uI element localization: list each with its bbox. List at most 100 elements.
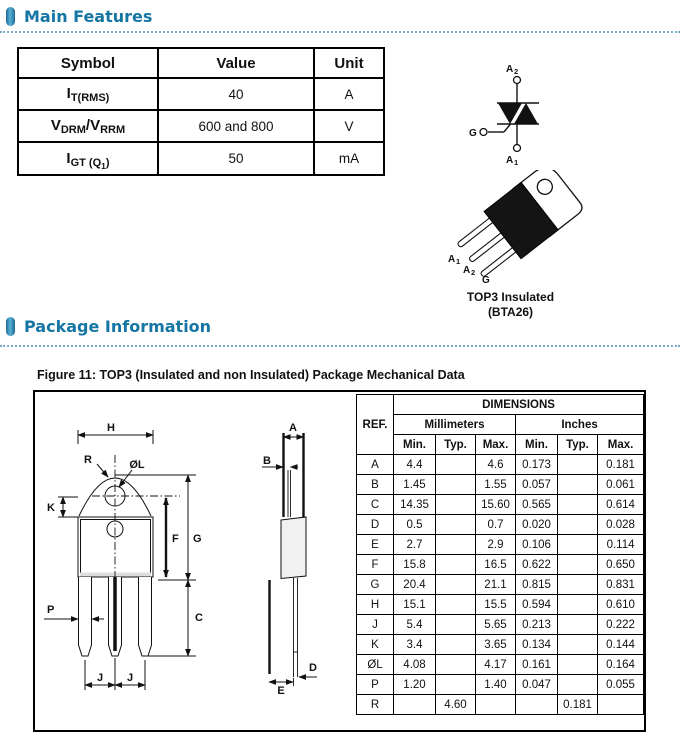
- dim-col-header: Typ.: [557, 434, 598, 455]
- figure-box: H R ØL K F G P C J J: [33, 390, 646, 732]
- dim-ref-cell: G: [356, 574, 394, 595]
- dim-value-cell: 1.20: [393, 674, 436, 695]
- terminal-a1: [512, 143, 522, 153]
- dim-value-cell: 16.5: [475, 554, 516, 575]
- symbol-base: I: [66, 149, 71, 167]
- dim-value-cell: [557, 494, 598, 515]
- symbol-sub: RRM: [100, 124, 126, 136]
- dim-value-cell: 0.161: [515, 654, 558, 675]
- dim-value-cell: 0.213: [515, 614, 558, 635]
- dim-value-cell: [475, 694, 516, 715]
- dim-value-cell: 0.610: [596, 594, 645, 615]
- dim-value-cell: [435, 614, 476, 635]
- dim-value-cell: 4.08: [393, 654, 436, 675]
- dim-value-cell: [557, 554, 598, 575]
- dim-value-cell: 3.65: [475, 634, 516, 655]
- feat-value: 600 and 800: [157, 109, 315, 143]
- triac-label-g: G: [469, 128, 477, 139]
- feat-row-igt: IGT (Q1) 50 mA: [17, 141, 385, 176]
- package-caption-line2: (BTA26): [487, 305, 534, 319]
- dim-value-cell: [435, 674, 476, 695]
- dim-ref-cell: F: [356, 554, 394, 575]
- dim-value-cell: 0.106: [515, 534, 558, 555]
- dim-label-A: A: [289, 422, 297, 434]
- dim-value-cell: 0.594: [515, 594, 558, 615]
- symbol-sub: ): [105, 156, 110, 169]
- mechanical-drawing: H R ØL K F G P C J J: [44, 422, 317, 697]
- feat-row-itrms: IT(RMS) 40 A: [17, 77, 385, 111]
- dim-value-cell: [557, 534, 598, 555]
- dim-value-cell: 0.164: [596, 654, 645, 675]
- dim-value-cell: 0.144: [596, 634, 645, 655]
- dim-value-cell: 15.5: [475, 594, 516, 615]
- symbol-subsub: 1: [101, 160, 106, 171]
- dim-inch-header: Inches: [514, 414, 645, 435]
- feat-symbol: VDRM/VRRM: [17, 109, 159, 143]
- terminal-a2: [512, 75, 522, 85]
- feat-unit: A: [313, 77, 385, 111]
- symbol-sub: DRM: [60, 124, 86, 136]
- dim-ref-cell: R: [356, 694, 394, 715]
- package-body: [483, 181, 559, 260]
- figure-title: Figure 11: TOP3 (Insulated and non Insul…: [37, 368, 465, 382]
- section-bullet-icon: [6, 6, 15, 26]
- dim-label-B: B: [263, 455, 271, 467]
- dim-ref-cell: K: [356, 634, 394, 655]
- feat-unit: mA: [313, 141, 385, 176]
- package-caption: TOP3 Insulated (BTA26): [428, 290, 593, 320]
- dim-value-cell: 4.4: [393, 454, 436, 475]
- dim-value-cell: 0.614: [596, 494, 645, 515]
- package-tab: [512, 170, 583, 237]
- feat-unit: V: [313, 109, 385, 143]
- package-information-header: Package Information: [6, 315, 211, 337]
- dim-dimensions-header: DIMENSIONS: [392, 394, 645, 415]
- dim-col-header: Max.: [475, 434, 516, 455]
- dim-value-cell: [435, 454, 476, 475]
- dim-value-cell: [435, 534, 476, 555]
- dim-value-cell: [557, 474, 598, 495]
- dotted-divider: [0, 31, 680, 33]
- dim-value-cell: [435, 594, 476, 615]
- dim-value-cell: [557, 454, 598, 475]
- dim-value-cell: [557, 574, 598, 595]
- dim-value-cell: [557, 674, 598, 695]
- dim-value-cell: 0.134: [515, 634, 558, 655]
- mounting-hole: [536, 178, 553, 195]
- dim-value-cell: 0.061: [596, 474, 645, 495]
- section-title: Package Information: [24, 316, 212, 336]
- dim-label-D: D: [309, 662, 317, 674]
- dim-col-header: Min.: [393, 434, 436, 455]
- pkg-label-a2-sub: 2: [471, 268, 475, 277]
- symbol-sub: GT (Q: [70, 156, 102, 169]
- dim-value-cell: 1.45: [393, 474, 436, 495]
- dim-value-cell: 0.057: [515, 474, 558, 495]
- pkg-label-a2: A: [463, 265, 470, 276]
- dim-col-header: Typ.: [435, 434, 476, 455]
- dim-ref-cell: B: [356, 474, 394, 495]
- dim-col-header: Min.: [515, 434, 558, 455]
- dim-value-cell: [557, 514, 598, 535]
- dim-value-cell: 0.181: [596, 454, 645, 475]
- feat-row-vdrm: VDRM/VRRM 600 and 800 V: [17, 109, 385, 143]
- dim-value-cell: [393, 694, 436, 715]
- dim-value-cell: [596, 694, 645, 715]
- dim-value-cell: 1.55: [475, 474, 516, 495]
- dim-minmax-row: Min. Typ. Max. Min. Typ. Max.: [357, 434, 645, 455]
- dim-value-cell: 0.181: [557, 694, 598, 715]
- pkg-label-a1: A: [448, 254, 455, 265]
- pkg-label-a1-sub: 1: [456, 257, 460, 266]
- dim-value-cell: [557, 614, 598, 635]
- dim-ref-cell: A: [356, 454, 394, 475]
- dim-value-cell: [435, 494, 476, 515]
